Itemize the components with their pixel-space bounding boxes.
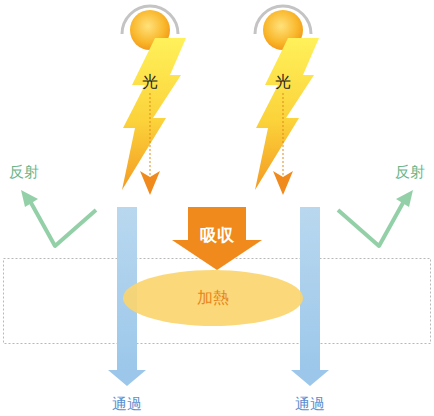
heat-ellipse: 加熱: [122, 269, 304, 327]
light-bolt: 光: [115, 35, 190, 195]
reflection-arrow: [21, 190, 96, 246]
reflection-label: 反射: [9, 164, 39, 181]
material-band: [4, 259, 431, 344]
light-bolt: 光: [248, 35, 323, 195]
node-label: 光: [275, 73, 291, 91]
node-label: 加熱: [197, 289, 229, 307]
absorb-arrow: 吸収: [170, 205, 264, 271]
light-bolt-shape: [248, 35, 323, 195]
node-label: 吸収: [200, 226, 234, 245]
transmission-label: 通過: [112, 396, 142, 413]
node-label: 光: [142, 73, 158, 91]
reflection-arrow: [338, 190, 413, 246]
transmission-label: 通過: [295, 396, 325, 413]
light-bolt-shape: [115, 35, 190, 195]
reflection-label: 反射: [395, 164, 425, 181]
